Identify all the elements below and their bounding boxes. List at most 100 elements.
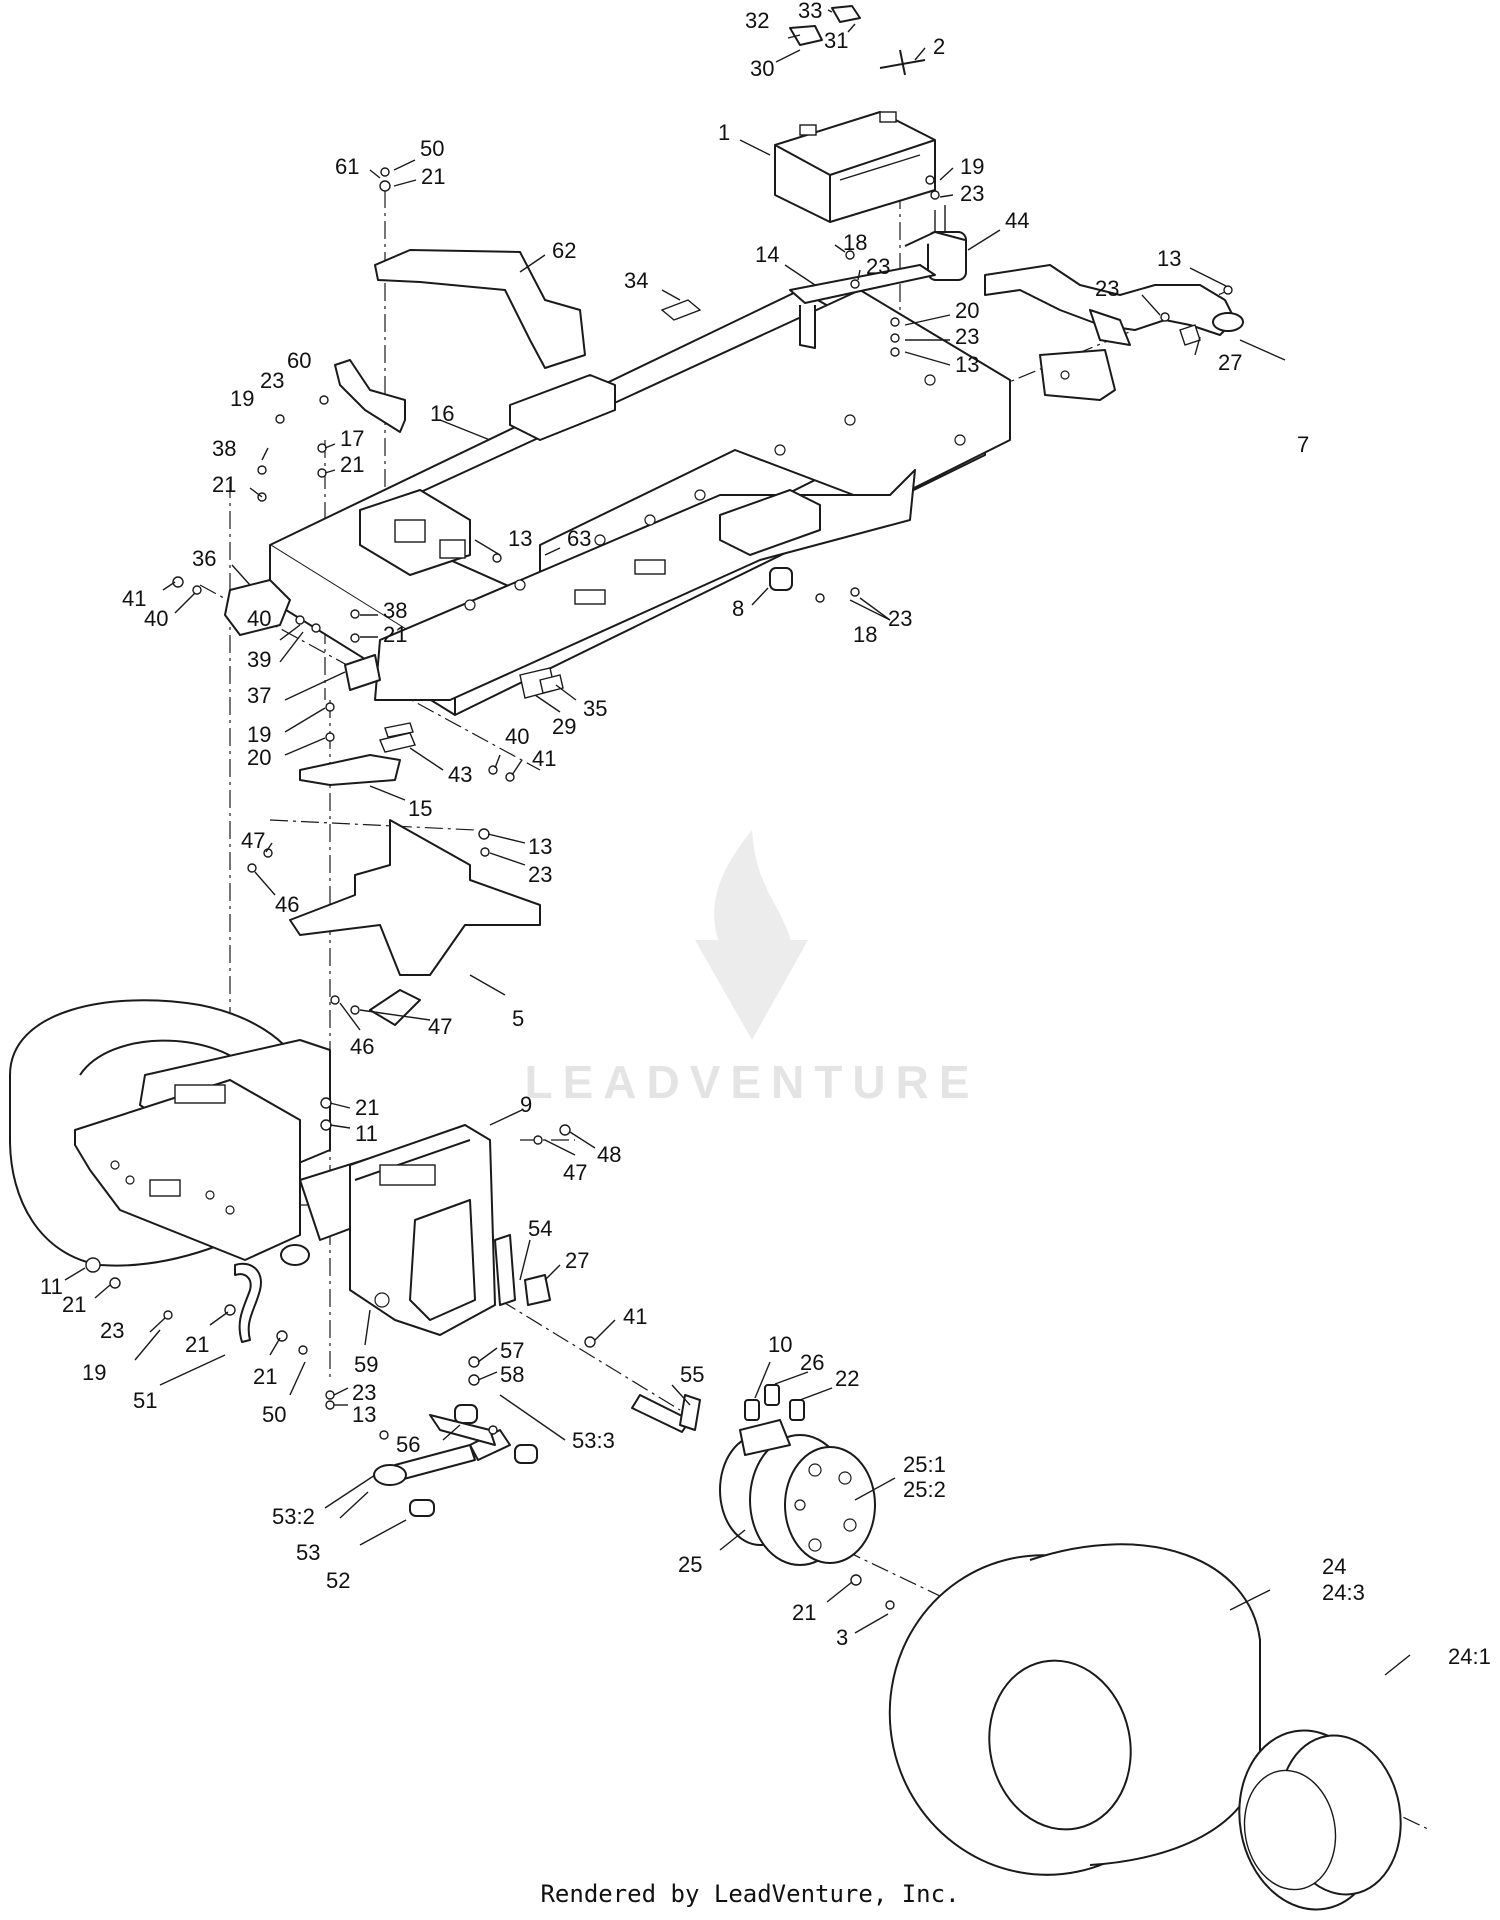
callout-60: 60	[287, 348, 311, 373]
watermark-logo-text: LEADVENTURE	[524, 1056, 979, 1108]
callout-40-mid: 40	[247, 606, 271, 631]
callout-62: 62	[552, 238, 576, 263]
callout-11-left: 11	[40, 1274, 63, 1299]
callout-30: 30	[750, 56, 774, 81]
callout-52: 52	[326, 1568, 350, 1593]
axle-tab-part	[524, 1274, 551, 1306]
hook-part	[234, 1262, 262, 1343]
decal-small-part	[1179, 324, 1201, 346]
callout-54: 54	[528, 1216, 552, 1241]
callout-24-1: 24:1	[1448, 1644, 1491, 1669]
callout-23-lower: 23	[888, 606, 912, 631]
footer-credit: Rendered by LeadVenture, Inc.	[540, 1880, 960, 1908]
callout-10: 10	[768, 1332, 792, 1357]
callout-24-3: 24:3	[1322, 1580, 1365, 1605]
callout-23-top: 23	[866, 254, 890, 279]
callout-14: 14	[755, 242, 779, 267]
callout-21-hook-lower: 21	[253, 1364, 277, 1389]
watermark: LEADVENTURE	[524, 830, 979, 1108]
callout-19-battery: 19	[960, 154, 984, 179]
callout-23-right: 23	[1095, 276, 1119, 301]
callout-25: 25	[678, 1552, 702, 1577]
decal-part	[660, 299, 702, 321]
callout-26: 26	[800, 1350, 824, 1375]
callout-22: 22	[835, 1366, 859, 1391]
callout-27-axle: 27	[565, 1248, 589, 1273]
fuel-filter	[904, 205, 967, 281]
callout-21-wheel: 21	[62, 1292, 86, 1317]
callout-17: 17	[340, 426, 364, 451]
callout-19-lower: 19	[247, 722, 271, 747]
mount-plate	[289, 819, 541, 1026]
callout-33: 33	[798, 0, 822, 23]
callout-19-axle: 19	[82, 1360, 106, 1385]
callout-53: 53	[296, 1540, 320, 1565]
callout-16: 16	[430, 401, 454, 426]
rear-rim	[1238, 1729, 1402, 1911]
callout-63: 63	[567, 526, 591, 551]
callout-41-lower: 41	[532, 746, 556, 771]
callout-9: 9	[520, 1092, 532, 1117]
callout-47-lower: 47	[428, 1014, 452, 1039]
callout-21-left: 21	[340, 452, 364, 477]
callout-59: 59	[354, 1352, 378, 1377]
callout-25-2: 25:2	[903, 1477, 946, 1502]
callout-58: 58	[500, 1362, 524, 1387]
handle-bracket-part	[374, 249, 586, 369]
callout-21-mid: 21	[383, 622, 407, 647]
callout-20-top: 20	[955, 298, 979, 323]
battery-tiedown-part	[879, 49, 926, 76]
hydraulic-fittings	[744, 1384, 805, 1421]
pedal-bracket	[299, 722, 416, 786]
callout-38-top: 38	[212, 436, 236, 461]
front-axle-bracket	[349, 1124, 516, 1336]
callout-41-left: 41	[122, 586, 146, 611]
rear-tire	[888, 1543, 1261, 1876]
callout-47-left: 47	[241, 828, 265, 853]
callout-21-wheel-motor: 21	[792, 1600, 816, 1625]
callout-53-2: 53:2	[272, 1504, 315, 1529]
fasteners	[85, 167, 1233, 1610]
callout-18-top: 18	[843, 230, 867, 255]
callout-34: 34	[624, 268, 648, 293]
callout-37: 37	[247, 683, 271, 708]
callout-20-lower: 20	[247, 745, 271, 770]
callout-23-bottom: 23	[352, 1380, 376, 1405]
callout-43: 43	[448, 762, 472, 787]
callout-23-left: 23	[260, 368, 284, 393]
callout-13-right: 13	[1157, 246, 1181, 271]
callout-56: 56	[396, 1432, 420, 1457]
main-frame	[269, 264, 1011, 716]
callout-21-hook: 21	[185, 1332, 209, 1357]
callout-48: 48	[597, 1142, 621, 1167]
callout-36: 36	[192, 546, 216, 571]
steering-cylinder	[373, 1404, 538, 1517]
callout-5: 5	[512, 1006, 524, 1031]
callout-19-left: 19	[230, 386, 254, 411]
callout-38-mid: 38	[383, 598, 407, 623]
callout-27-right: 27	[1218, 350, 1242, 375]
callout-53-3: 53:3	[572, 1428, 615, 1453]
pivot-pin	[631, 1394, 701, 1433]
callout-18-lower: 18	[853, 622, 877, 647]
watermark-v-icon	[695, 940, 808, 1040]
callout-46-left: 46	[275, 892, 299, 917]
callout-47-axle: 47	[563, 1160, 587, 1185]
frame-front-bracket	[1039, 349, 1116, 401]
callout-13-plate: 13	[528, 834, 552, 859]
tab-part-2	[539, 674, 564, 694]
callout-32: 32	[745, 8, 769, 33]
callout-31: 31	[824, 28, 848, 53]
small-bracket-part	[334, 359, 406, 433]
callout-57: 57	[500, 1338, 524, 1363]
callout-50-top: 50	[420, 136, 444, 161]
callout-23-axle-left: 23	[100, 1318, 124, 1343]
battery	[774, 111, 936, 223]
callout-21-top: 21	[421, 164, 445, 189]
callout-55: 55	[680, 1362, 704, 1387]
bracket-left-part	[224, 579, 291, 636]
callout-40-left: 40	[144, 606, 168, 631]
callout-21-far-left: 21	[212, 472, 236, 497]
callout-15: 15	[408, 796, 432, 821]
